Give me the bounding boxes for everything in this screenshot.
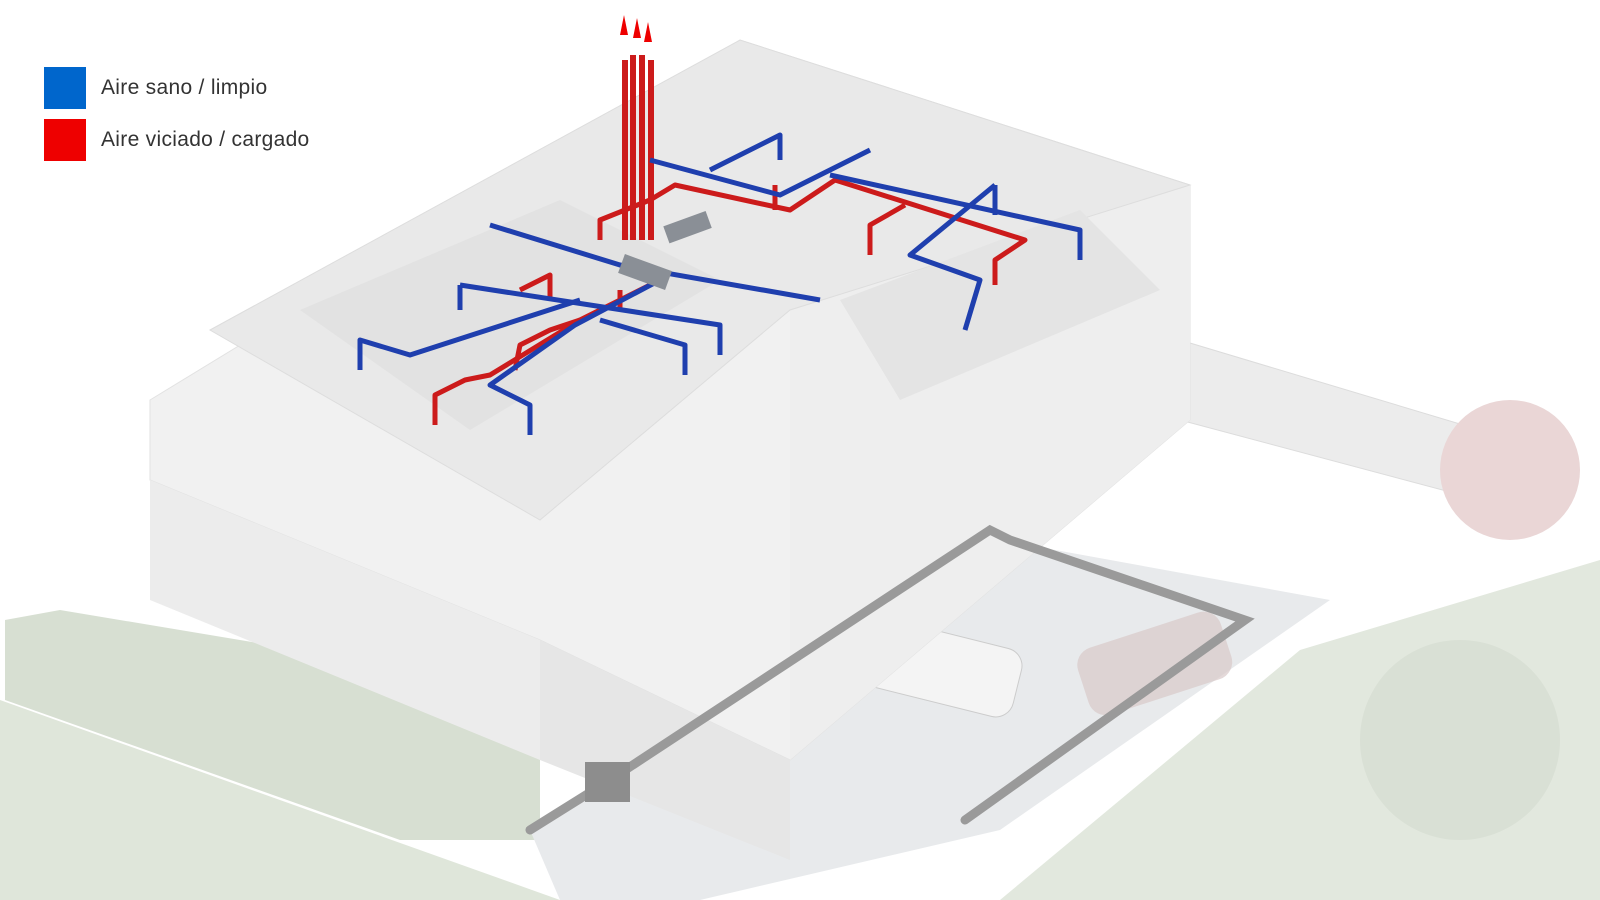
clean-air-swatch: [44, 67, 86, 109]
tree: [1440, 400, 1580, 540]
legend-item-stale-air: Aire viciado / cargado: [44, 119, 310, 161]
tree: [1360, 640, 1560, 840]
legend-label: Aire viciado / cargado: [101, 128, 310, 151]
fence: [1179, 339, 1481, 501]
car: [1077, 611, 1233, 716]
legend-label: Aire sano / limpio: [101, 76, 268, 99]
stale-air-swatch: [44, 119, 86, 161]
clean-air-pipes: [357, 132, 1083, 435]
ventilation-unit: [663, 211, 712, 244]
hedge: [5, 610, 540, 840]
legend-item-clean-air: Aire sano / limpio: [44, 67, 310, 109]
ventilation-unit: [618, 254, 672, 290]
legend: Aire sano / limpio Aire viciado / cargad…: [44, 67, 310, 171]
building: [149, 39, 1192, 860]
duct-junction-box: [585, 762, 630, 802]
exhaust-arrows: [620, 15, 652, 42]
